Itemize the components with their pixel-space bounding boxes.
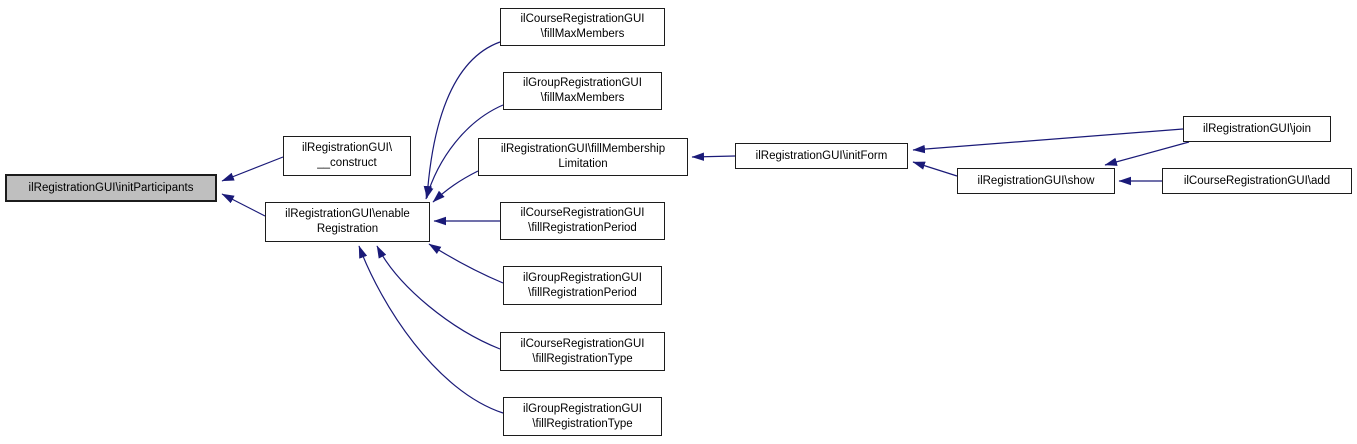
edge-enableregistration-to-initparticipants xyxy=(221,193,266,217)
node-coursefillmaxmembers[interactable]: ilCourseRegistrationGUI \fillMaxMembers xyxy=(500,8,665,46)
node-fillmembershiplimitation[interactable]: ilRegistrationGUI\fillMembership Limitat… xyxy=(478,138,688,176)
node-join[interactable]: ilRegistrationGUI\join xyxy=(1183,116,1331,142)
node-coursefillregistrationtype[interactable]: ilCourseRegistrationGUI \fillRegistratio… xyxy=(500,332,665,371)
node-add[interactable]: ilCourseRegistrationGUI\add xyxy=(1162,168,1352,194)
edge-groupfillregistrationtype-to-enableregistration xyxy=(358,245,504,414)
edge-join-to-show xyxy=(1104,141,1190,166)
edge-join-to-initform xyxy=(912,128,1184,154)
node-groupfillmaxmembers[interactable]: ilGroupRegistrationGUI \fillMaxMembers xyxy=(503,72,662,110)
node-initparticipants: ilRegistrationGUI\initParticipants xyxy=(5,174,217,202)
node-coursefillregistrationperiod[interactable]: ilCourseRegistrationGUI \fillRegistratio… xyxy=(500,202,665,240)
node-construct[interactable]: ilRegistrationGUI\ __construct xyxy=(283,136,411,176)
edge-groupfillmaxmembers-to-enableregistration xyxy=(425,104,504,200)
node-initform[interactable]: ilRegistrationGUI\initForm xyxy=(735,143,908,169)
edge-initform-to-fillmembershiplimitation xyxy=(691,152,736,161)
edge-groupfillregistrationperiod-to-enableregistration xyxy=(428,243,504,284)
node-groupfillregistrationtype[interactable]: ilGroupRegistrationGUI \fillRegistration… xyxy=(503,397,662,436)
node-show[interactable]: ilRegistrationGUI\show xyxy=(957,168,1115,194)
edge-coursefillregistrationtype-to-enableregistration xyxy=(376,245,501,350)
edge-coursefillmaxmembers-to-enableregistration xyxy=(423,41,501,199)
edge-show-to-initform xyxy=(912,161,958,177)
node-groupfillregistrationperiod[interactable]: ilGroupRegistrationGUI \fillRegistration… xyxy=(503,266,662,305)
node-enableregistration[interactable]: ilRegistrationGUI\enable Registration xyxy=(265,202,430,242)
edge-construct-to-initparticipants xyxy=(221,156,284,182)
edge-fillmembershiplimitation-to-enableregistration xyxy=(432,170,479,203)
